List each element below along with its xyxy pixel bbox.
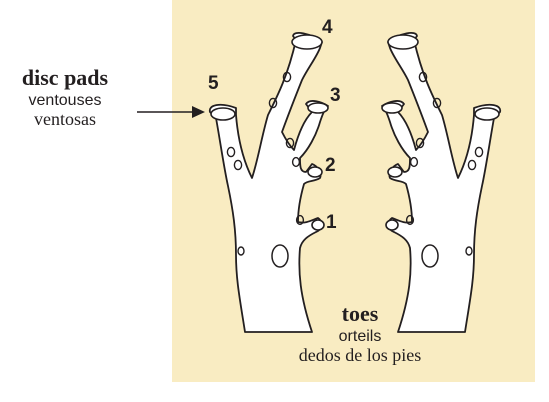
- disc-pads-es: ventosas: [0, 110, 130, 130]
- toes-label: toes orteils dedos de los pies: [280, 302, 440, 366]
- disc-pads-label: disc pads ventouses ventosas: [0, 66, 130, 130]
- left-foot: [210, 33, 328, 332]
- toe-number-4: 4: [322, 17, 333, 38]
- toe-number-2: 2: [325, 155, 336, 176]
- pointer-arrowhead: [192, 106, 205, 118]
- disc-pads-en: disc pads: [0, 66, 130, 90]
- toes-es: dedos de los pies: [280, 346, 440, 366]
- toes-en: toes: [280, 302, 440, 326]
- toes-fr: orteils: [280, 328, 440, 346]
- toe-number-1: 1: [326, 212, 337, 233]
- disc-pads-fr: ventouses: [0, 92, 130, 110]
- toe-number-3: 3: [330, 85, 341, 106]
- toe-number-5: 5: [208, 73, 219, 94]
- right-foot: [382, 33, 500, 332]
